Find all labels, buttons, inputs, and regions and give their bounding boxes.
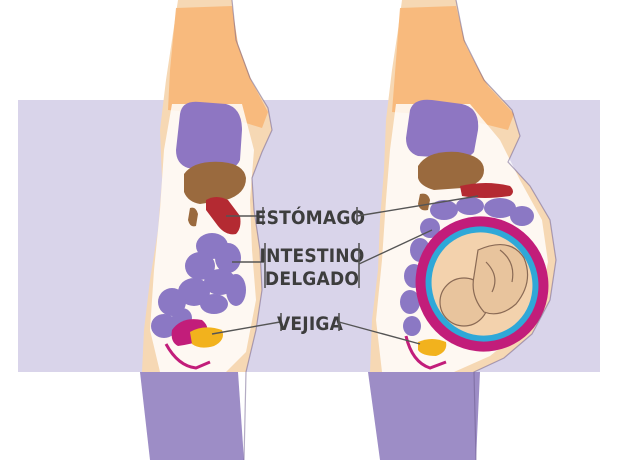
label-intestine-line1: INTESTINO [260,245,365,267]
right-stomach [460,183,513,198]
right-lungs [406,100,478,159]
right-leggings [368,372,480,460]
label-intestine-line2: DELGADO [265,268,359,290]
label-stomach: ESTÓMAGO [255,205,366,229]
right-gallbladder [418,194,430,211]
left-lungs [176,102,242,170]
figure-left [140,0,272,460]
figure-right [368,0,572,460]
left-leggings [140,372,244,460]
label-bladder: VEJIGA [277,313,344,335]
